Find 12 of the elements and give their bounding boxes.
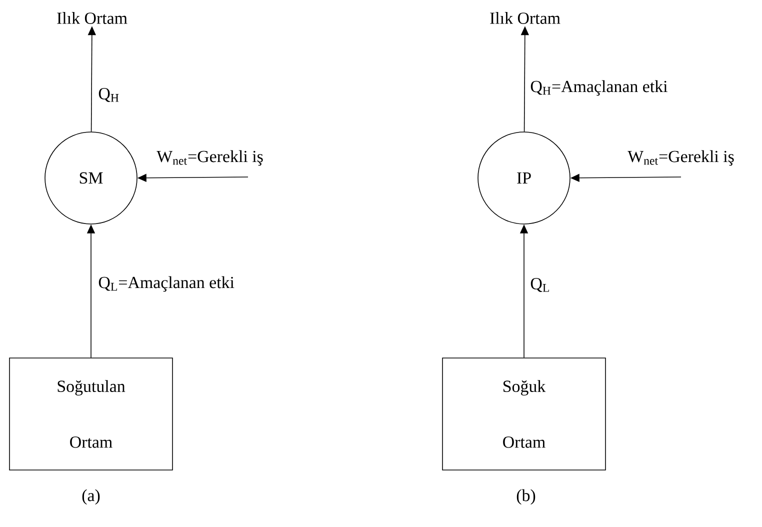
edge-label: W$_{net}$=Gerekli iş bbox=[156, 150, 263, 166]
panel-label: (a) bbox=[82, 489, 100, 505]
reservoir-box: Soğutulan Ortam bbox=[9, 358, 173, 470]
bare-text: Ilık Ortam bbox=[57, 12, 128, 24]
edge-label: W$_{net}$=Gerekli iş bbox=[628, 150, 734, 166]
edge-label: Q$_{L}$=Amaçlanan etki bbox=[98, 276, 234, 292]
reservoir-box: Soğuk Ortam bbox=[442, 358, 606, 470]
edge-label: Q$_{L}$ bbox=[530, 278, 549, 292]
panel-label: (b) bbox=[516, 489, 536, 505]
bare-text: Ilık Ortam bbox=[490, 12, 560, 24]
edge-label: Q$_{H}$=Amaçlanan etki bbox=[530, 80, 668, 96]
edge-label: Q$_{H}$ bbox=[98, 88, 119, 102]
